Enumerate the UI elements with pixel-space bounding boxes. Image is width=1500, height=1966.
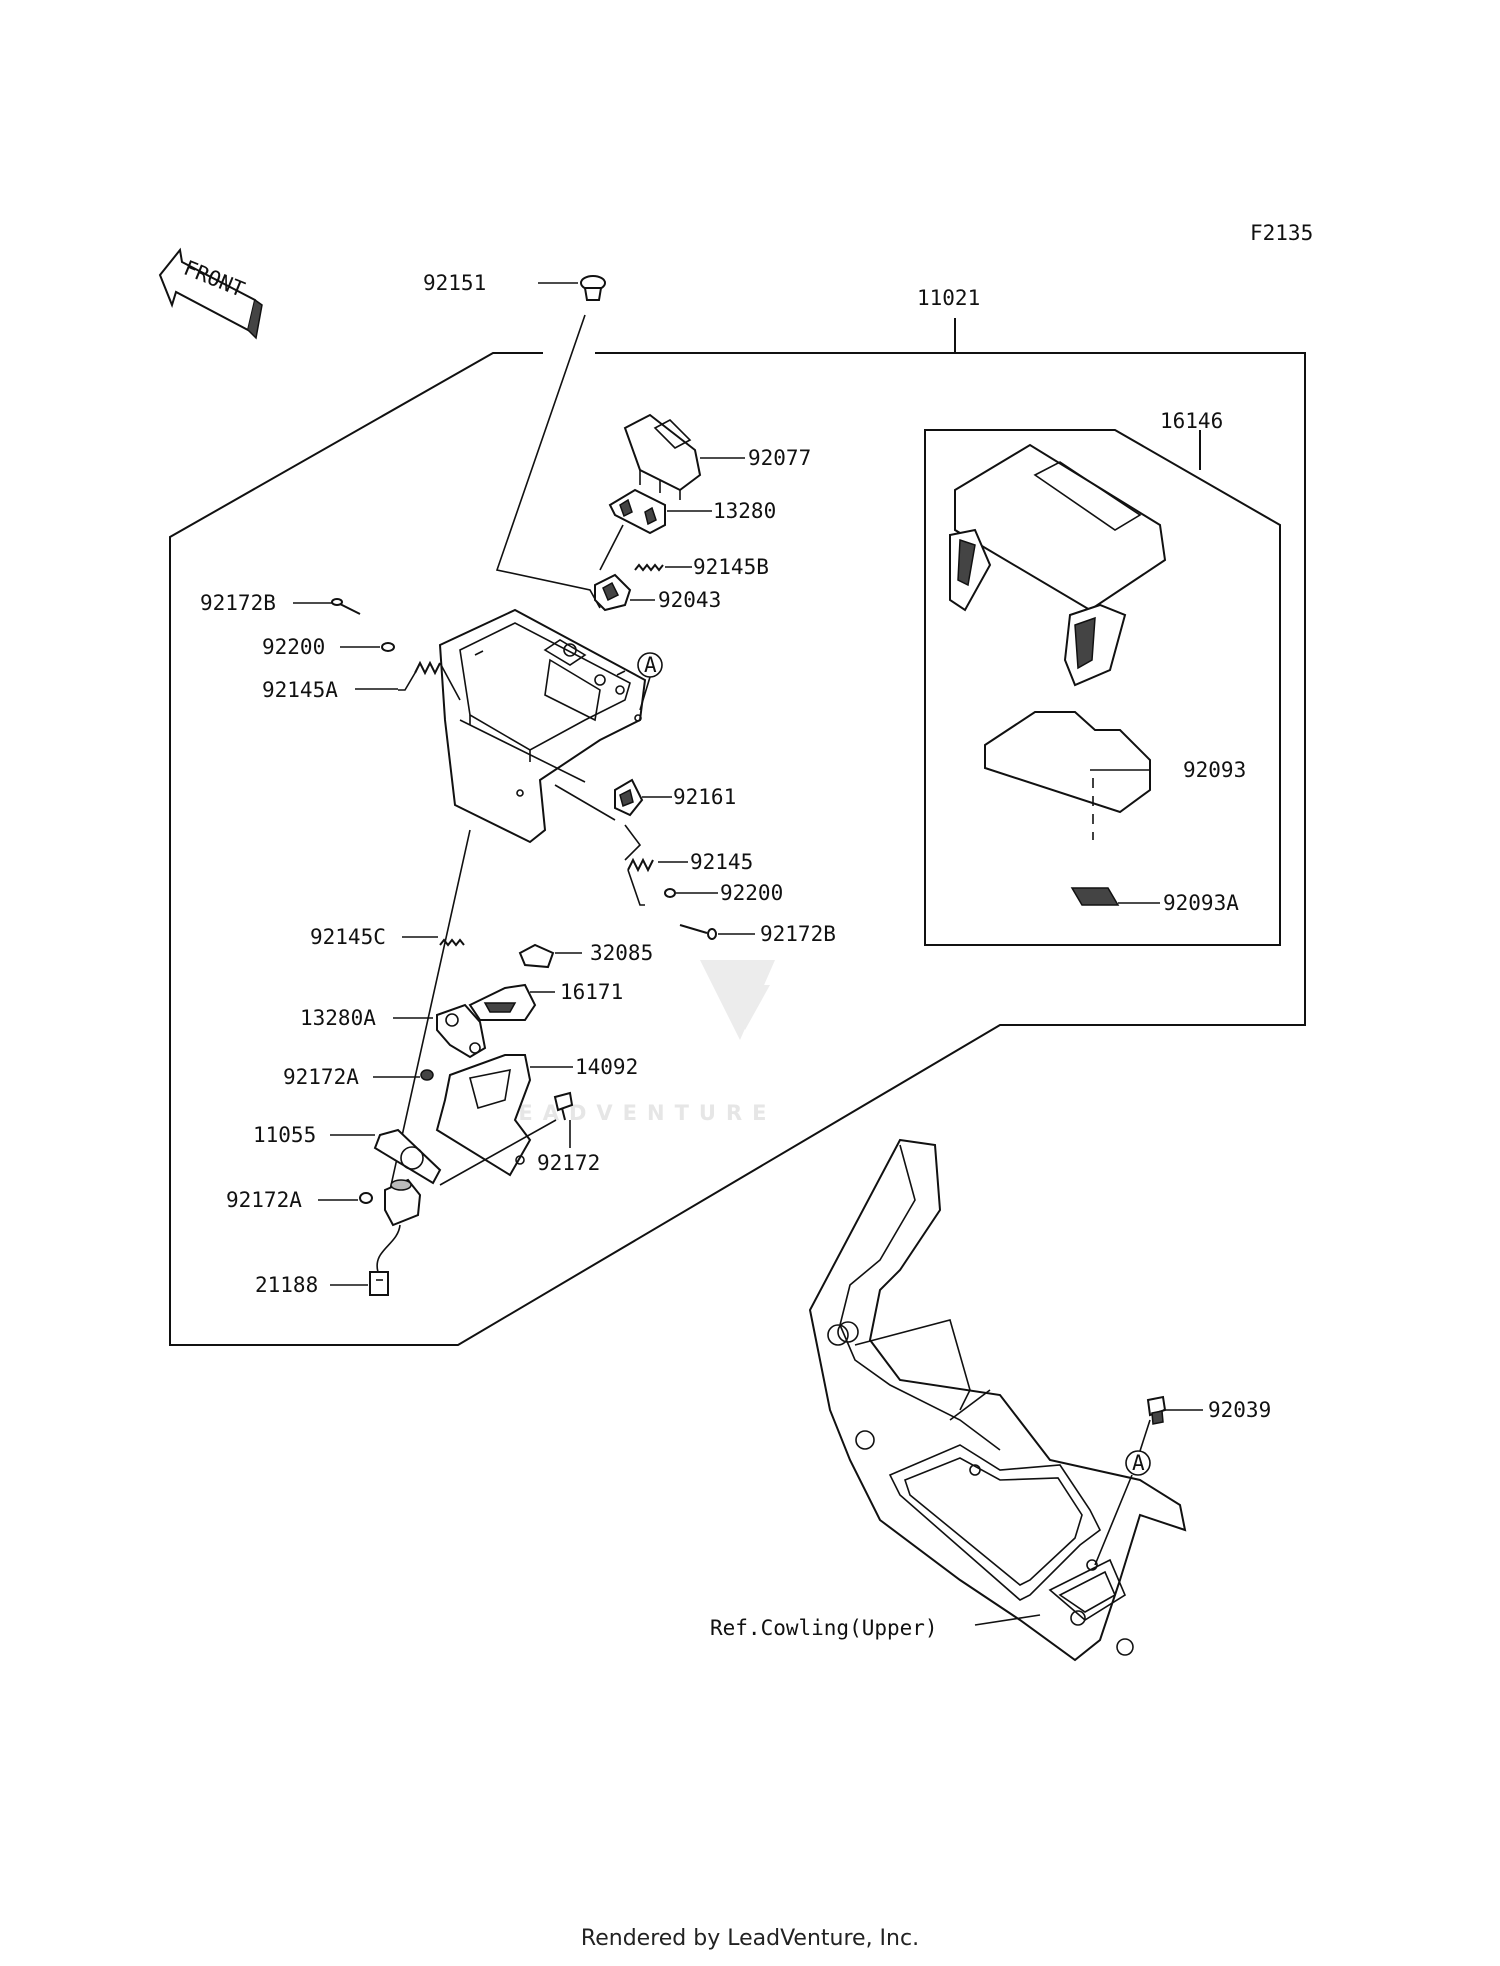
callout-13280: 13280: [713, 499, 776, 523]
callout-11055: 11055: [253, 1123, 316, 1147]
front-arrow-icon: FRONT: [158, 247, 263, 340]
storage-tray-part: [438, 608, 647, 844]
watermark-logo-icon: [700, 960, 775, 1040]
bracket-part-16171: [468, 983, 537, 1021]
lock-part-13280: [608, 488, 666, 535]
callout-92172A-bot: 92172A: [226, 1188, 302, 1212]
plate-part-11055: [373, 1128, 442, 1185]
bolt-part-92172: [553, 1091, 574, 1121]
latch-part-92043: [594, 573, 632, 612]
callout-92043: 92043: [658, 588, 721, 612]
diagram-code: F2135: [1250, 221, 1313, 245]
ref-marker-a-cowling: [1125, 1450, 1151, 1476]
mat-part-92093: [984, 711, 1151, 814]
leader-marker-a-tray: [639, 676, 651, 711]
callout-13280A: 13280A: [300, 1006, 376, 1030]
clamp-part-13280A: [436, 1003, 487, 1059]
ref-cowling-upper: Ref.Cowling(Upper): [710, 1616, 938, 1640]
solenoid-part-21188: [369, 1178, 422, 1296]
bolt-92151: [580, 275, 606, 301]
ref-marker-a-cowling-label: A: [1132, 1451, 1145, 1475]
pocket-lid-part: [949, 443, 1167, 687]
callout-16146: 16146: [1160, 409, 1223, 433]
callout-92039: 92039: [1208, 1398, 1271, 1422]
cowling-upper-part: [808, 1138, 1187, 1662]
footer-credit: Rendered by LeadVenture, Inc.: [580, 1926, 920, 1951]
callout-92145C: 92145C: [310, 925, 386, 949]
spring-part-92145C: [439, 938, 465, 947]
leader-marker-a-cowling: [1094, 1419, 1151, 1566]
callout-92161: 92161: [673, 785, 736, 809]
callout-92172: 92172: [537, 1151, 600, 1175]
fastener-part-92039: [1146, 1395, 1167, 1425]
washer-part-92200-bot: [664, 888, 676, 898]
ref-marker-a-tray-label: A: [644, 653, 657, 677]
assembly-line-92172: [439, 1119, 557, 1186]
leader-ref-cowling: [974, 1614, 1041, 1626]
spring-part-92145: [624, 824, 654, 906]
spring-part-92145B: [634, 563, 664, 572]
callout-92172B-bot: 92172B: [760, 922, 836, 946]
callout-92093A: 92093A: [1163, 891, 1239, 915]
subassembly-box-16146: [924, 429, 1281, 946]
callout-16171: 16171: [560, 980, 623, 1004]
assembly-boundary-11021: [169, 352, 1306, 1346]
leader-cowling-inner: [949, 1389, 991, 1421]
callout-92151: 92151: [423, 271, 486, 295]
plate-part-14092: [435, 1054, 532, 1177]
callout-11021: 11021: [917, 286, 980, 310]
assembly-line-92151: [495, 314, 601, 609]
callout-92077: 92077: [748, 446, 811, 470]
hinge-part-92161: [614, 778, 644, 817]
callout-92145: 92145: [690, 850, 753, 874]
assembly-line-main: [389, 829, 471, 1191]
watermark-text: LEADVENTURE: [495, 1101, 776, 1125]
callout-92172B-top: 92172B: [200, 591, 276, 615]
assembly-line-13280: [599, 524, 624, 571]
cover-part-92077: [623, 413, 702, 500]
callout-32085: 32085: [590, 941, 653, 965]
callout-21188: 21188: [255, 1273, 318, 1297]
clip-part-32085: [518, 943, 555, 969]
callout-92093: 92093: [1183, 758, 1246, 782]
bolt-part-92172A-top: [420, 1069, 434, 1081]
callout-92145B: 92145B: [693, 555, 769, 579]
watermark: LEADVENTURE: [495, 960, 776, 1125]
spring-part-92145A: [398, 660, 461, 701]
screw-part-92172B-top: [331, 598, 361, 615]
assembly-line-92161: [554, 784, 616, 821]
callout-14092: 14092: [575, 1055, 638, 1079]
bolt-part-92172A-bot: [359, 1192, 373, 1204]
washer-part-92200-top: [381, 642, 395, 652]
callout-92172A-top: 92172A: [283, 1065, 359, 1089]
callout-92200-top: 92200: [262, 635, 325, 659]
screw-part-92172B-bot: [679, 924, 717, 940]
pad-part-92093A: [1070, 887, 1120, 906]
callout-92145A: 92145A: [262, 678, 338, 702]
callout-92200-bot: 92200: [720, 881, 783, 905]
